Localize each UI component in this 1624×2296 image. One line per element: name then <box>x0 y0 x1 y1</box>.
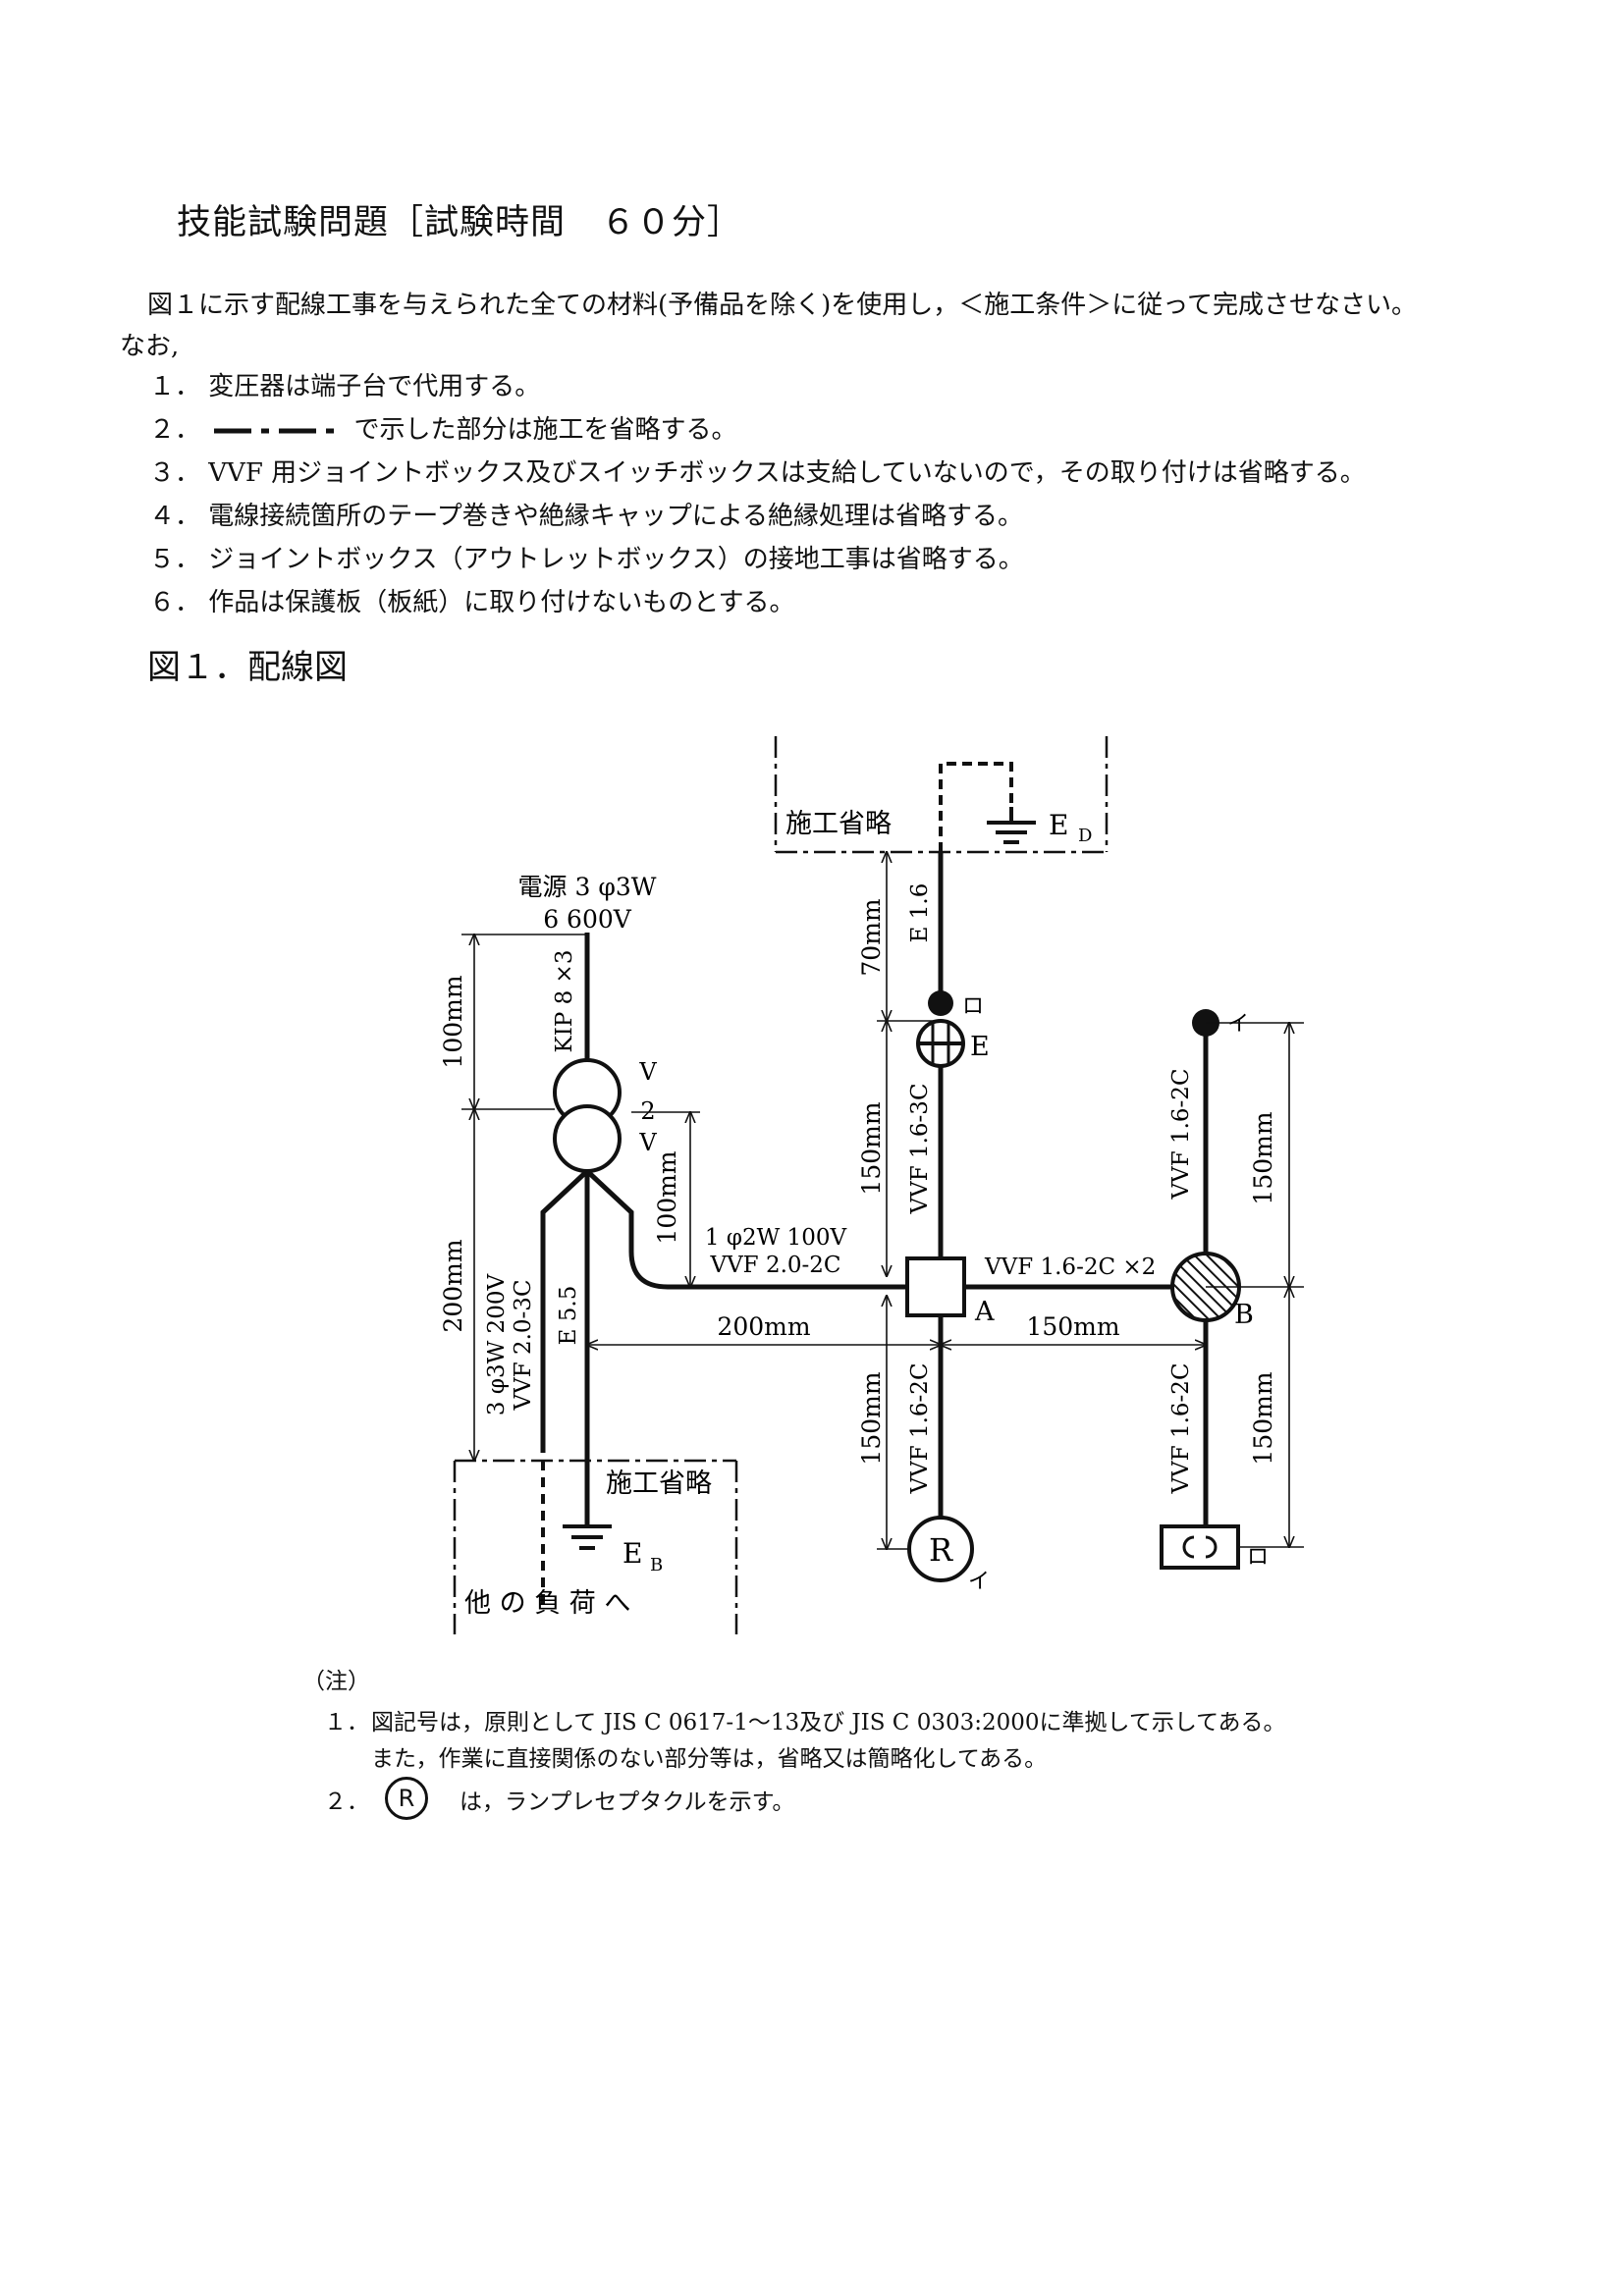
joint-box-a <box>905 1256 966 1317</box>
v-mark-bottom: V <box>638 1129 657 1156</box>
single-phase-label-2: VVF 2.0-2C <box>709 1253 840 1278</box>
footnote-1-line-2: また，作業に直接関係のない部分等は，省略又は簡略化してある。 <box>371 1746 1048 1772</box>
dim-150mm-upper: 150mm <box>857 1101 886 1195</box>
switch-i-label-top: イ <box>1227 1012 1249 1037</box>
note-3: ３． VVF 用ジョイントボックス及びスイッチボックスは支給していないので，その… <box>149 453 1366 489</box>
intro-line-2: なお, <box>120 332 180 361</box>
note-4: ４． 電線接続箇所のテープ巻きや絶縁キャップによる絶縁処理は省略する。 <box>149 496 1023 532</box>
note-1: １． 変圧器は端子台で代用する。 <box>149 366 540 402</box>
receptacle-ro-icon <box>1160 1524 1240 1570</box>
power-source-label-2: 6 600V <box>543 905 632 934</box>
dash-dot-line-icon <box>214 428 339 434</box>
outlet-e-label: E <box>970 1032 990 1062</box>
kip-label: KIP 8 ×3 <box>552 950 577 1053</box>
single-phase-label-1: 1 φ2W 100V <box>705 1225 847 1251</box>
footnote-1-number: １． <box>324 1710 369 1735</box>
vvf-2c-right-down-label: VVF 1.6-2C <box>1168 1362 1194 1494</box>
dim-150mm-right-down: 150mm <box>1249 1371 1277 1465</box>
footnote-2-text: は，ランプレセプタクルを示す。 <box>460 1789 795 1815</box>
note-number: ６． <box>149 588 201 617</box>
note-text: 電線接続箇所のテープ巻きや絶縁キャップによる絶縁処理は省略する。 <box>208 502 1023 531</box>
v-mark-top: V <box>638 1058 657 1086</box>
switch-ro-label: ロ <box>962 994 984 1019</box>
note-number: １． <box>149 372 201 401</box>
e55-label: E 5.5 <box>556 1286 581 1346</box>
vvf-2c-down-label: VVF 1.6-2C <box>907 1362 933 1494</box>
dim-200mm-horizontal: 200mm <box>717 1312 810 1341</box>
three-phase-wire <box>540 1169 589 1453</box>
footnote-1-line-1: 図記号は，原則として JIS C 0617-1～13及び JIS C 0303:… <box>371 1710 1286 1735</box>
note-text: VVF 用ジョイントボックス及びスイッチボックスは支給していないので，その取り付… <box>208 458 1366 488</box>
vvf-2c-x2-label: VVF 1.6-2C ×2 <box>984 1255 1156 1280</box>
ground-ed-subscript: D <box>1078 826 1092 846</box>
dim-150mm-lower: 150mm <box>857 1371 886 1465</box>
joint-box-a-label: A <box>974 1297 995 1327</box>
note-number: ３． <box>149 458 201 488</box>
transformer-icon <box>553 1058 622 1173</box>
three-phase-label-1: 3 φ3W 200V <box>484 1274 510 1416</box>
dim-150mm-right-up: 150mm <box>1249 1111 1277 1204</box>
intro-line-1: 図１に示す配線工事を与えられた全ての材料(予備品を除く)を使用し，＜施工条件＞に… <box>147 291 1417 320</box>
lamp-receptacle-i: イ <box>968 1570 990 1594</box>
dim-100mm-mid: 100mm <box>653 1150 681 1244</box>
outlet-with-earth-icon <box>916 1019 965 1068</box>
omitted-label-top: 施工省略 <box>785 809 892 839</box>
page-title: 技能試験問題［試験時間 ６０分］ <box>177 203 743 242</box>
ground-ed-label: E <box>1049 809 1068 841</box>
footnote-2-number: ２． <box>324 1789 369 1815</box>
note-number: ４． <box>149 502 201 531</box>
ground-eb-label: E <box>623 1537 642 1570</box>
omitted-area-bottom <box>453 1459 738 1634</box>
note-text: ジョイントボックス（アウトレットボックス）の接地工事は省略する。 <box>208 545 1024 574</box>
single-phase-wire <box>585 1169 907 1290</box>
light-b-label: B <box>1234 1300 1254 1330</box>
lamp-receptacle-r: R <box>929 1531 953 1569</box>
note-2: ２． で示した部分は施工を省略する。 <box>149 409 737 446</box>
dim-100mm-left: 100mm <box>439 975 467 1068</box>
note-text: 作品は保護板（板紙）に取り付けないものとする。 <box>208 588 795 617</box>
ground-eb-icon <box>563 1524 612 1550</box>
vvf-3c-label: VVF 1.6-3C <box>907 1083 933 1214</box>
receptacle-ro-label: ロ <box>1247 1545 1269 1570</box>
e16-label: E 1.6 <box>907 883 933 943</box>
note-text: で示した部分は施工を省略する。 <box>353 415 737 445</box>
power-source-label-1: 電源 3 φ3W <box>518 873 657 901</box>
three-phase-label-2: VVF 2.0-3C <box>511 1279 536 1411</box>
lamp-receptacle-icon <box>907 1516 974 1582</box>
figure-title: 図１．配線図 <box>147 648 348 687</box>
vvf-2c-right-up-label: VVF 1.6-2C <box>1168 1068 1194 1200</box>
dim-150mm-horizontal: 150mm <box>1026 1312 1119 1341</box>
note-text: 変圧器は端子台で代用する。 <box>208 372 541 401</box>
ground-eb-subscript: B <box>650 1555 663 1575</box>
omitted-label-bottom: 施工省略 <box>606 1468 712 1499</box>
dim-70mm: 70mm <box>857 898 886 977</box>
note-number: ５． <box>149 545 201 574</box>
note-6: ６． 作品は保護板（板紙）に取り付けないものとする。 <box>149 582 795 618</box>
other-load-label: 他 の 負 荷 へ <box>464 1588 630 1619</box>
lamp-receptacle-symbol-icon: R <box>385 1777 428 1820</box>
note-number: ２． <box>149 415 201 445</box>
dim-200mm-left: 200mm <box>439 1239 467 1332</box>
note-5: ５． ジョイントボックス（アウトレットボックス）の接地工事は省略する。 <box>149 539 1024 575</box>
ground-ed-icon <box>939 762 1036 852</box>
footnote-heading: （注） <box>302 1669 370 1694</box>
v-mark-two: 2 <box>640 1097 655 1125</box>
switch-ro-icon <box>928 990 953 1016</box>
